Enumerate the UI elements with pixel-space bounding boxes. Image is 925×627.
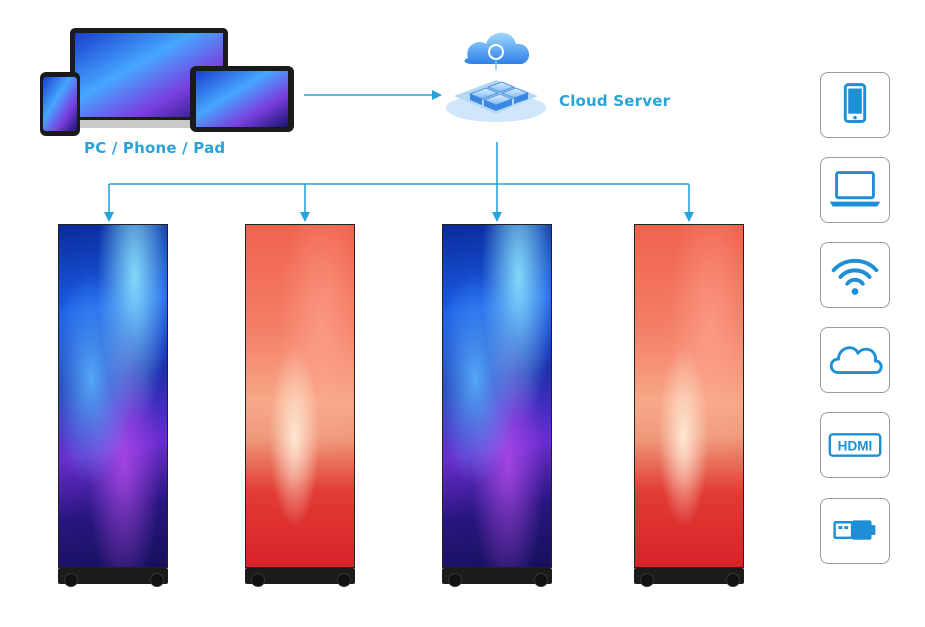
laptop-icon-tile [820,157,890,223]
display-base [58,568,168,584]
hdmi-icon: HDMI [828,433,882,457]
wifi-icon [831,258,879,295]
phone-device [40,72,80,136]
poster-display-3 [442,224,552,587]
laptop-icon [829,171,881,207]
display-screen [245,224,355,568]
source-label: PC / Phone / Pad [84,139,226,157]
source-devices [40,26,300,138]
cloud-icon-tile [820,327,890,393]
display-screen [442,224,552,568]
wheel [726,573,740,587]
poster-display-4 [634,224,744,587]
wheel [534,573,548,587]
poster-display-2 [245,224,355,587]
poster-display-1 [58,224,168,587]
wheel [640,573,654,587]
cloud-icon [829,346,883,375]
usb-icon [833,520,876,540]
display-base [442,568,552,584]
cloud-server-label: Cloud Server [559,92,671,110]
display-screen [58,224,168,568]
display-base [245,568,355,584]
wheel [64,573,78,587]
wheel [150,573,164,587]
cloud-server-illustration [440,18,552,130]
display-base [634,568,744,584]
phone-icon [843,83,867,123]
usb-icon-tile [820,498,890,564]
wheel [251,573,265,587]
wheel [448,573,462,587]
wifi-icon-tile [820,242,890,308]
phone-icon-tile [820,72,890,138]
wheel [337,573,351,587]
tablet-device [190,66,294,132]
hdmi-text: HDMI [838,438,873,453]
display-screen [634,224,744,568]
devices-illustration [40,28,294,136]
hdmi-icon-tile: HDMI [820,412,890,478]
